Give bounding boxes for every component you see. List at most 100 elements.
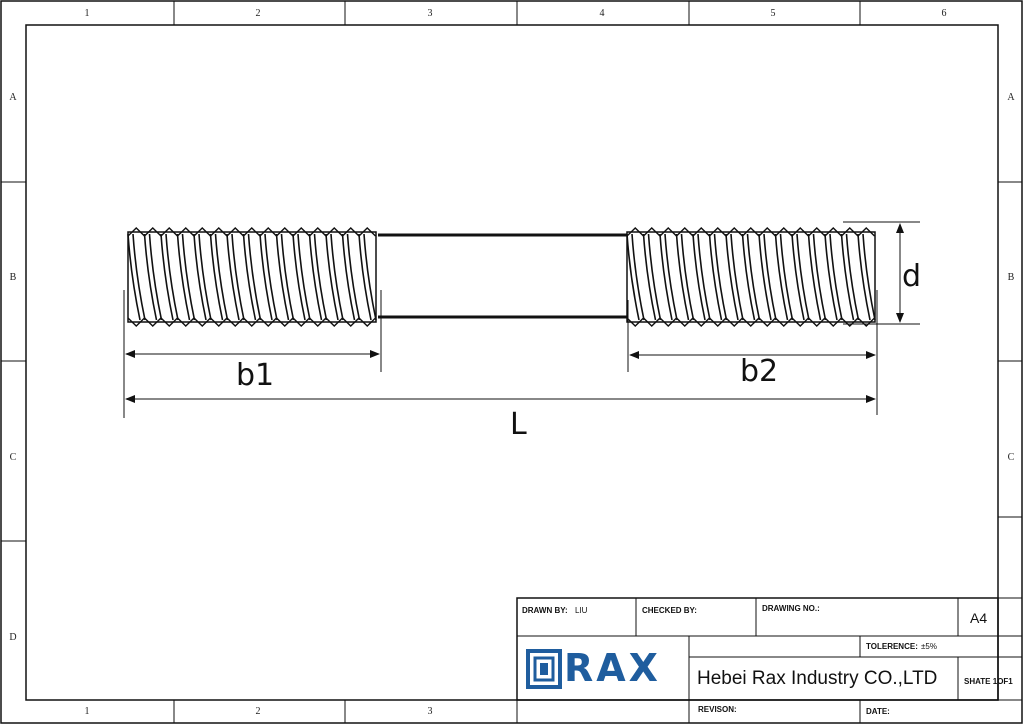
zone-col-5: 5 bbox=[770, 8, 776, 19]
thread-line bbox=[127, 233, 141, 321]
thread-line bbox=[226, 233, 240, 321]
thread-line bbox=[796, 233, 810, 321]
thread-line bbox=[631, 233, 645, 321]
thread-line bbox=[259, 233, 273, 321]
thread-line bbox=[280, 233, 295, 321]
thread-line bbox=[829, 233, 843, 321]
dim-label-b2: b2 bbox=[740, 354, 779, 389]
thread-line bbox=[143, 233, 158, 321]
thread-line bbox=[160, 233, 174, 321]
date-label: DATE: bbox=[866, 707, 890, 716]
stud-bolt bbox=[127, 227, 876, 327]
drawn-by-label: DRAWN BY: bbox=[522, 606, 568, 615]
zone-col-3: 3 bbox=[427, 8, 433, 19]
drawn-by-value: LIU bbox=[575, 606, 588, 615]
thread-line bbox=[214, 233, 229, 321]
thread-line bbox=[308, 233, 323, 321]
thread-line bbox=[697, 233, 711, 321]
revision-label: REVISON: bbox=[698, 705, 737, 714]
thread-line bbox=[181, 233, 196, 321]
drawing-no-label: DRAWING NO.: bbox=[762, 604, 820, 613]
title-block-grid bbox=[516, 597, 1022, 723]
thread-line bbox=[741, 233, 756, 321]
thread-line bbox=[247, 233, 262, 321]
dimensions bbox=[123, 221, 920, 418]
thread-line bbox=[626, 233, 640, 321]
thread-line bbox=[675, 233, 690, 321]
thread-line bbox=[325, 233, 339, 321]
thread-line bbox=[231, 233, 245, 321]
thread-line bbox=[758, 233, 772, 321]
thread-line bbox=[209, 233, 224, 321]
dim-label-b1: b1 bbox=[236, 358, 275, 393]
thread-line bbox=[132, 233, 146, 321]
left-thread-crest-top bbox=[127, 227, 376, 237]
thread-line bbox=[165, 233, 179, 321]
right-thread-crest-top bbox=[626, 227, 875, 237]
zone-row-d-left: D bbox=[9, 632, 17, 643]
thread-line bbox=[779, 233, 794, 321]
sheet-size: A4 bbox=[970, 610, 988, 626]
left-thread-crest-bottom bbox=[127, 317, 376, 327]
zone-col-1: 1 bbox=[84, 8, 90, 19]
thread-line bbox=[862, 233, 876, 321]
thread-line bbox=[358, 233, 372, 321]
dim-label-d: d bbox=[902, 259, 922, 294]
thread-line bbox=[292, 233, 306, 321]
zone-row-b-right: B bbox=[1007, 272, 1015, 283]
thread-line bbox=[824, 233, 838, 321]
thread-line bbox=[857, 233, 871, 321]
dim-label-L: L bbox=[510, 407, 527, 442]
thread-line bbox=[313, 233, 328, 321]
inner-border bbox=[25, 24, 999, 701]
thread-line bbox=[713, 233, 728, 321]
zone-col-6: 6 bbox=[941, 8, 947, 19]
zone-col-2: 2 bbox=[255, 8, 261, 19]
thread-line bbox=[297, 233, 311, 321]
zone-row-a-left: A bbox=[9, 92, 17, 103]
zone-row-b-left: B bbox=[9, 272, 17, 283]
right-thread-crest-bottom bbox=[626, 317, 875, 327]
tolerance-value: ±5% bbox=[921, 642, 937, 651]
zone-col-4: 4 bbox=[599, 8, 605, 19]
rax-logo: RAX bbox=[526, 646, 686, 690]
thread-line bbox=[264, 233, 278, 321]
thread-line bbox=[680, 233, 695, 321]
thread-line bbox=[363, 233, 377, 321]
thread-line bbox=[725, 233, 739, 321]
left-thread-lines bbox=[127, 233, 377, 321]
zone-col-1-bottom: 1 bbox=[84, 706, 90, 717]
thread-line bbox=[840, 233, 855, 321]
checked-by-label: CHECKED BY: bbox=[642, 606, 697, 615]
thread-line bbox=[647, 233, 662, 321]
thread-line bbox=[341, 233, 356, 321]
tolerance-label: TOLERENCE: bbox=[866, 642, 918, 651]
thread-line bbox=[791, 233, 805, 321]
zone-row-a-right: A bbox=[1007, 92, 1015, 103]
zone-row-c-left: C bbox=[9, 452, 17, 463]
zone-row-c-right: C bbox=[1007, 452, 1015, 463]
thread-line bbox=[659, 233, 673, 321]
thread-line bbox=[330, 233, 344, 321]
logo-mark-icon bbox=[526, 649, 562, 689]
thread-line bbox=[708, 233, 723, 321]
thread-line bbox=[242, 233, 257, 321]
logo-text: RAX bbox=[564, 646, 661, 690]
right-thread-lines bbox=[626, 233, 876, 321]
thread-line bbox=[664, 233, 678, 321]
thread-line bbox=[148, 233, 163, 321]
thread-line bbox=[193, 233, 207, 321]
zone-col-3-bottom: 3 bbox=[427, 706, 433, 717]
thread-line bbox=[692, 233, 706, 321]
company-name: Hebei Rax Industry CO.,LTD bbox=[697, 668, 938, 689]
thread-line bbox=[812, 233, 827, 321]
thread-line bbox=[176, 233, 191, 321]
thread-line bbox=[642, 233, 657, 321]
thread-line bbox=[774, 233, 789, 321]
zone-col-2-bottom: 2 bbox=[255, 706, 261, 717]
thread-line bbox=[346, 233, 361, 321]
thread-line bbox=[807, 233, 822, 321]
